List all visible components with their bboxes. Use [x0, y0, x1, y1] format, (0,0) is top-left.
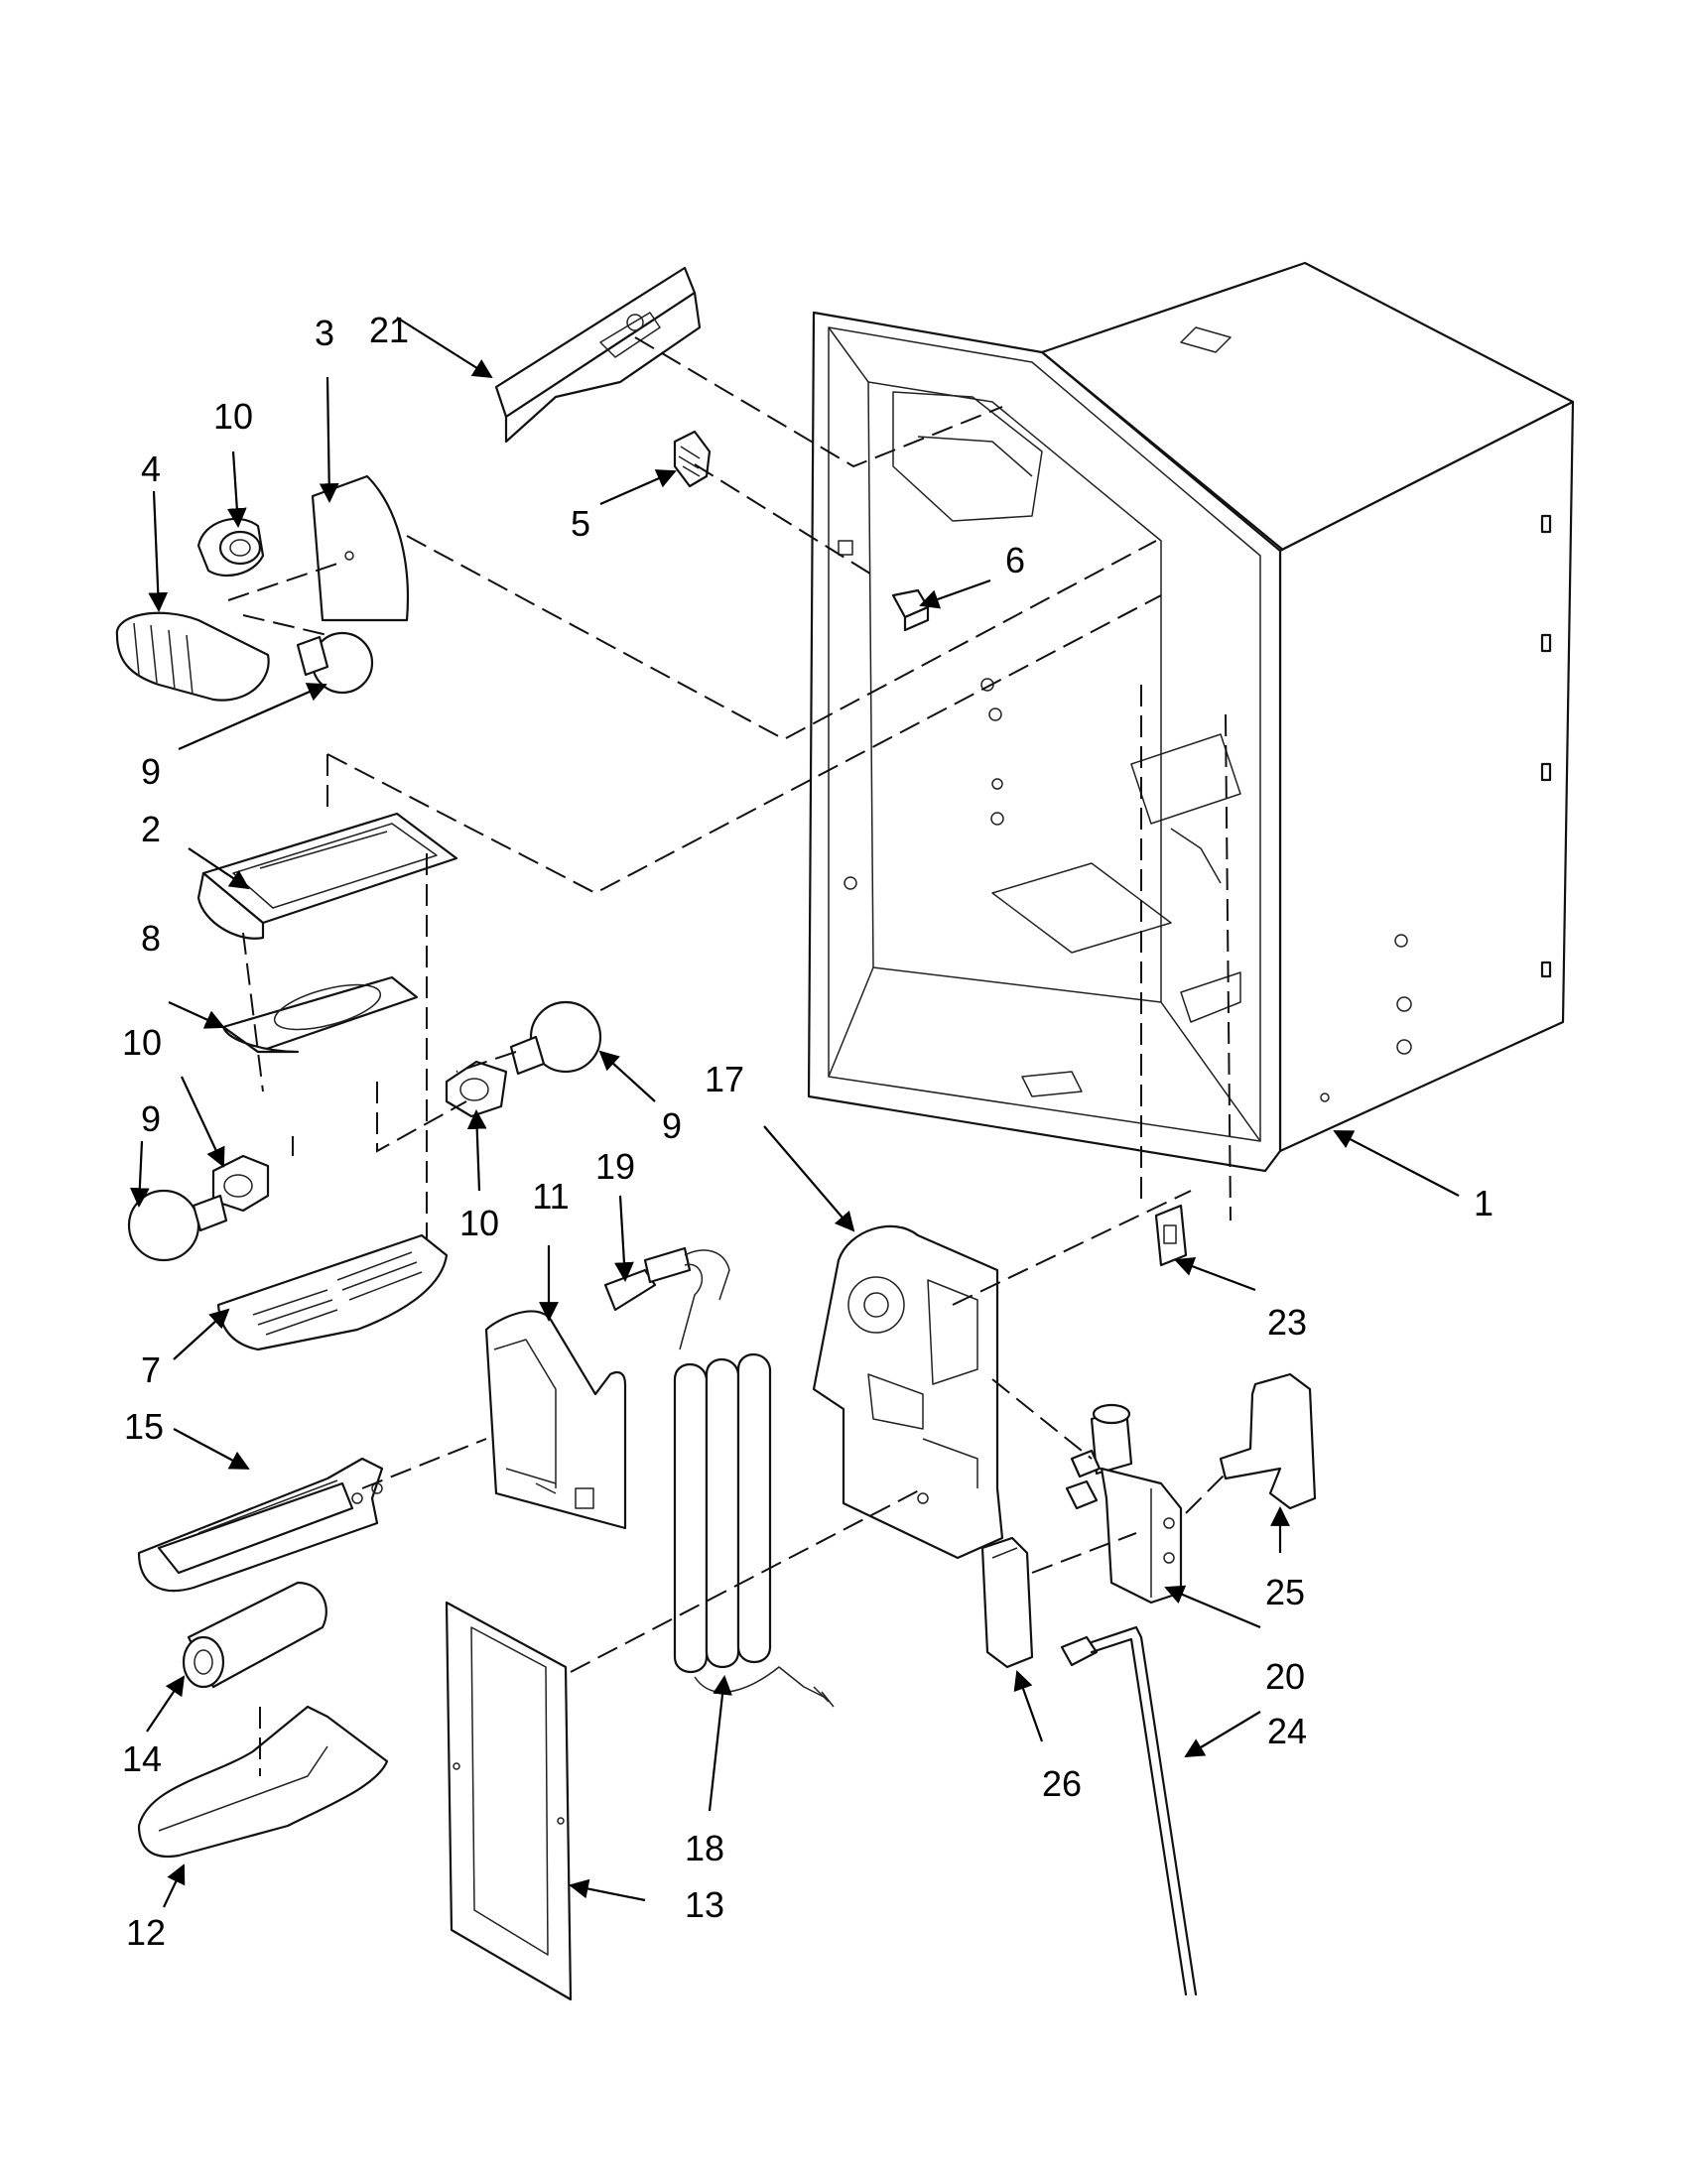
callout-4: 4: [141, 449, 161, 489]
water-filter-housing: [137, 1457, 384, 1593]
lamp-socket-upper: [196, 517, 265, 578]
callout-9-right: 9: [662, 1105, 682, 1146]
lamp-cover-upper: [115, 611, 270, 702]
callout-19: 19: [595, 1146, 635, 1187]
filter-door: [137, 1705, 389, 1859]
light-shield: [311, 474, 410, 622]
light-bulb-left: [127, 1189, 228, 1262]
callout-8: 8: [141, 918, 161, 959]
callout-7: 7: [141, 1349, 161, 1390]
callout-21: 21: [369, 310, 409, 350]
light-bulb-right: [509, 1000, 602, 1076]
door-switch-lower: [1154, 1204, 1188, 1267]
dispenser-cover: [484, 1310, 627, 1530]
callout-15: 15: [124, 1406, 164, 1447]
ice-dispenser-housing: [812, 1224, 1004, 1560]
callout-10-left: 10: [122, 1022, 162, 1063]
light-lens: [221, 975, 419, 1054]
callout-23: 23: [1267, 1302, 1307, 1343]
heater-assembly: [673, 1353, 835, 1708]
light-bulb-upper: [296, 631, 374, 695]
callout-10-right: 10: [459, 1203, 499, 1243]
callout-25: 25: [1265, 1572, 1305, 1612]
valve-bracket: [1219, 1372, 1317, 1510]
callout-11: 11: [532, 1176, 569, 1217]
callout-18: 18: [685, 1828, 724, 1868]
lamp-socket-right: [445, 1060, 508, 1118]
water-tube: [1060, 1625, 1198, 1996]
leader-arrows: [129, 317, 1460, 1908]
callout-2: 2: [141, 809, 161, 849]
callout-26: 26: [1042, 1763, 1082, 1804]
callout-6: 6: [1005, 540, 1025, 580]
callout-9-left: 9: [141, 1098, 161, 1139]
callout-3: 3: [315, 313, 334, 353]
lamp-grille-cover: [216, 1233, 449, 1351]
control-housing: [494, 266, 702, 444]
valve-clip: [980, 1536, 1034, 1669]
callout-14: 14: [122, 1738, 162, 1779]
callout-12: 12: [126, 1912, 166, 1953]
callout-10-top: 10: [213, 396, 253, 437]
callout-20: 20: [1265, 1656, 1305, 1697]
callout-9-top: 9: [141, 751, 161, 792]
refrigerator-liner: [807, 261, 1575, 1173]
thermistor: [603, 1246, 730, 1350]
temperature-sensor: [673, 430, 712, 488]
callout-13: 13: [685, 1884, 724, 1925]
light-housing: [196, 812, 458, 940]
water-valve: [1065, 1403, 1183, 1605]
dispenser-panel: [445, 1601, 573, 2001]
assembly-lines: [227, 336, 1232, 1776]
callout-5: 5: [571, 503, 590, 544]
water-filter-cartridge: [182, 1581, 327, 1689]
callout-labels: 1 2 3 4 5 6 7 8 9 9 9 10 10 10 11 12 13 …: [122, 310, 1493, 1953]
callout-17: 17: [705, 1059, 744, 1099]
callout-24: 24: [1267, 1711, 1307, 1751]
callout-1: 1: [1474, 1183, 1493, 1223]
